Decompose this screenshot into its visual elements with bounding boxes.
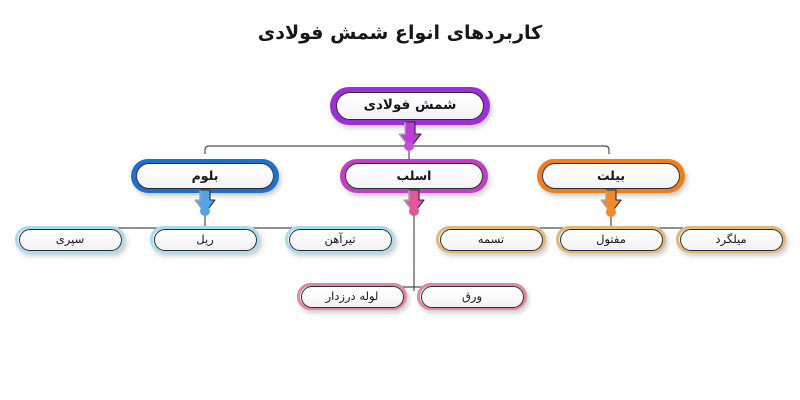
node-label: بلوم — [191, 167, 219, 183]
node-label: اسلب — [396, 167, 432, 183]
node-label: بیلت — [596, 167, 626, 183]
leaf-bloom-2[interactable]: ریل — [150, 226, 260, 253]
leaf-bloom-3[interactable]: سپری — [15, 226, 125, 253]
node-outer-ring — [297, 283, 407, 310]
junction-dot-billet — [606, 207, 616, 217]
node-label: ریل — [196, 231, 214, 246]
node-branch-bloom[interactable]: بلوم — [131, 159, 279, 193]
leaf-slab-1[interactable]: ورق — [417, 283, 527, 310]
node-branch-slab[interactable]: اسلب — [340, 159, 488, 193]
node-label: شمش فولادی — [363, 97, 457, 114]
leaf-billet-3[interactable]: تسمه — [436, 226, 546, 253]
leaf-billet-2[interactable]: مفتول — [556, 226, 666, 253]
node-root-steel-ingot[interactable]: شمش فولادی — [330, 87, 490, 125]
node-label: تیرآهن — [324, 231, 356, 246]
page-title: کاربردهای انواع شمش فولادی — [257, 22, 543, 44]
node-label: ورق — [461, 288, 483, 303]
node-label: میلگرد — [715, 231, 747, 246]
leaf-slab-2[interactable]: لوله درزدار — [297, 283, 407, 310]
node-label: لوله درزدار — [325, 288, 379, 303]
node-inner-ring — [542, 163, 680, 189]
node-inner-ring — [345, 163, 483, 189]
leaf-bloom-1[interactable]: تیرآهن — [285, 226, 395, 253]
node-label: تسمه — [477, 231, 505, 246]
node-outer-ring — [417, 283, 527, 310]
node-inner-ring — [136, 163, 274, 189]
node-label: مفتول — [596, 231, 626, 246]
leaf-billet-1[interactable]: میلگرد — [676, 226, 786, 253]
node-label: سپری — [55, 231, 85, 246]
junction-dot-bloom — [200, 206, 210, 216]
junction-dot-root — [404, 141, 414, 151]
node-inner-ring — [336, 92, 484, 120]
node-branch-billet[interactable]: بیلت — [537, 159, 685, 193]
junction-dot-slab — [409, 206, 419, 216]
